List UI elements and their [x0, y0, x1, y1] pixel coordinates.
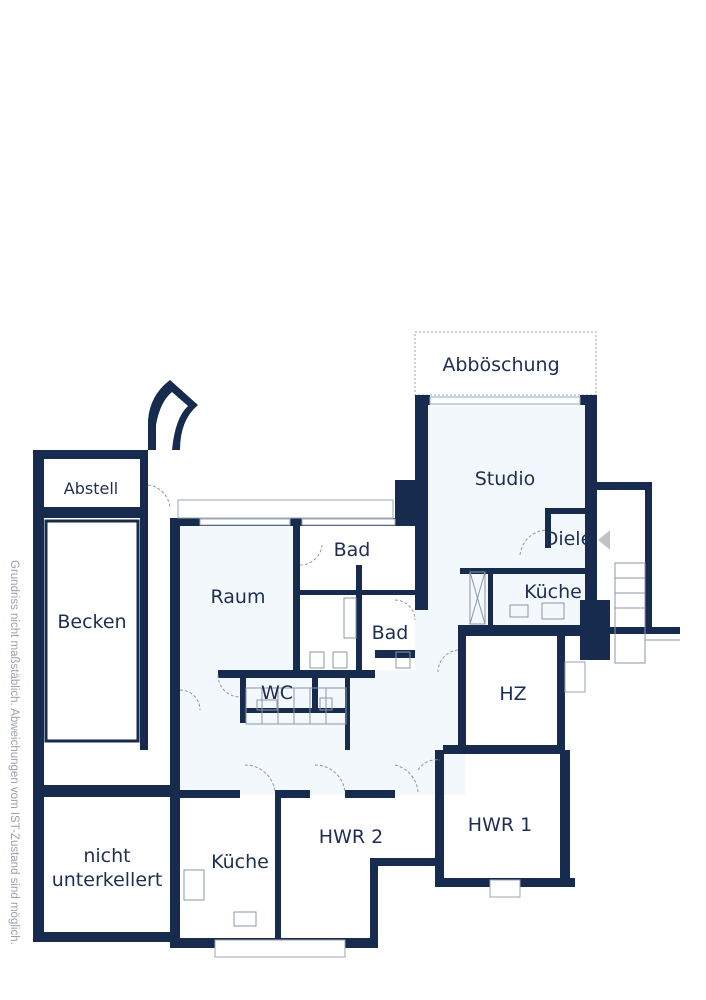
room-label-kueche-studio: Küche	[524, 581, 582, 603]
room-label-studio: Studio	[475, 468, 536, 490]
embankment-outline	[414, 331, 597, 396]
room-label-bad-2: Bad	[372, 622, 409, 644]
walls	[33, 380, 680, 948]
windows	[177, 396, 586, 958]
room-label-hwr1: HWR 1	[468, 814, 532, 836]
stairs	[245, 562, 680, 725]
room-label-hz: HZ	[499, 683, 526, 705]
room-label-raum: Raum	[211, 586, 266, 608]
fixtures	[183, 597, 565, 927]
room-label-abstell: Abstell	[64, 479, 118, 498]
doors	[147, 484, 546, 793]
room-label-becken: Becken	[57, 611, 126, 633]
room-fills	[180, 405, 585, 795]
room-label-bad-1: Bad	[334, 539, 371, 561]
room-label-hwr2: HWR 2	[319, 826, 383, 848]
room-label-unterkellert: unterkellert	[52, 869, 163, 891]
entrance-arrow-icon	[598, 530, 610, 550]
room-label-nicht: nicht	[83, 845, 130, 867]
room-label-abboeschung: Abböschung	[442, 354, 559, 376]
room-label-diele: Diele	[544, 528, 593, 550]
room-label-wc: WC	[261, 682, 293, 704]
room-label-kueche: Küche	[211, 851, 269, 873]
